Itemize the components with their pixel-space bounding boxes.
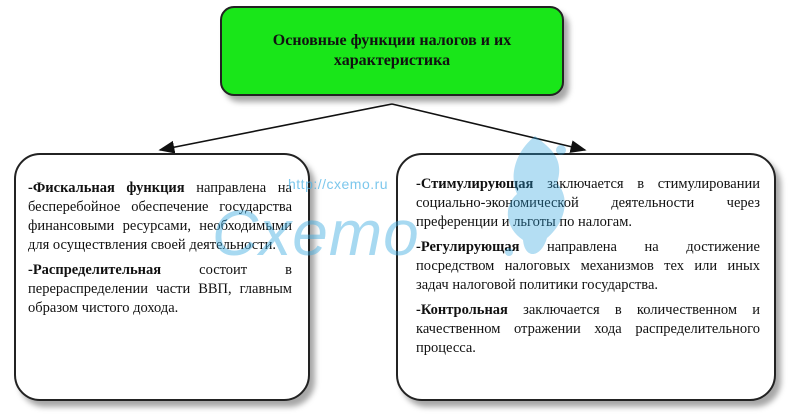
watermark-url: http://cxemo.ru [288, 176, 389, 192]
function-description: состоит в перераспределении части ВВП, г… [28, 262, 292, 316]
function-term: -Регулирующая [416, 239, 520, 255]
diagram-title: Основные функции налогов и их характерис… [220, 6, 564, 96]
diagram-title-text: Основные функции налогов и их характерис… [272, 32, 512, 69]
function-description: заключается в стимулировании социально-э… [416, 176, 760, 230]
function-control: -Контрольная заключается в количественно… [416, 301, 760, 358]
function-distributive: -Распределительная состоит в перераспред… [28, 261, 292, 318]
function-description: направлена на достижение посредством нал… [416, 239, 760, 293]
function-term: -Фискальная функция [28, 180, 185, 196]
function-description: направлена на бесперебойное обеспечение … [28, 180, 292, 253]
function-stimulating: -Стимулирующая заключается в стимулирова… [416, 175, 760, 232]
watermark-splash-icon [505, 136, 566, 256]
arrow-right [391, 103, 587, 153]
left-panel: -Фискальная функция направлена на беспер… [14, 153, 310, 401]
function-fiscal: -Фискальная функция направлена на беспер… [28, 179, 292, 255]
watermark-logo: Cxemo [212, 197, 420, 269]
right-panel: -Стимулирующая заключается в стимулирова… [396, 153, 776, 401]
function-regulating: -Регулирующая направлена на достижение п… [416, 238, 760, 295]
arrow-left [158, 103, 393, 154]
function-description: заключается в количественном и качествен… [416, 302, 760, 356]
function-term: -Стимулирующая [416, 176, 534, 192]
function-term: -Распределительная [28, 262, 162, 278]
function-term: -Контрольная [416, 302, 508, 318]
